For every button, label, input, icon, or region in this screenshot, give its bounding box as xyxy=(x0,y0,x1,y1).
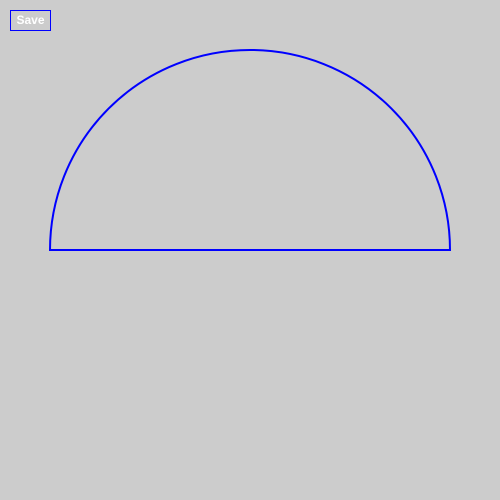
semicircle-shape xyxy=(48,49,452,251)
save-button[interactable]: Save xyxy=(10,10,51,31)
